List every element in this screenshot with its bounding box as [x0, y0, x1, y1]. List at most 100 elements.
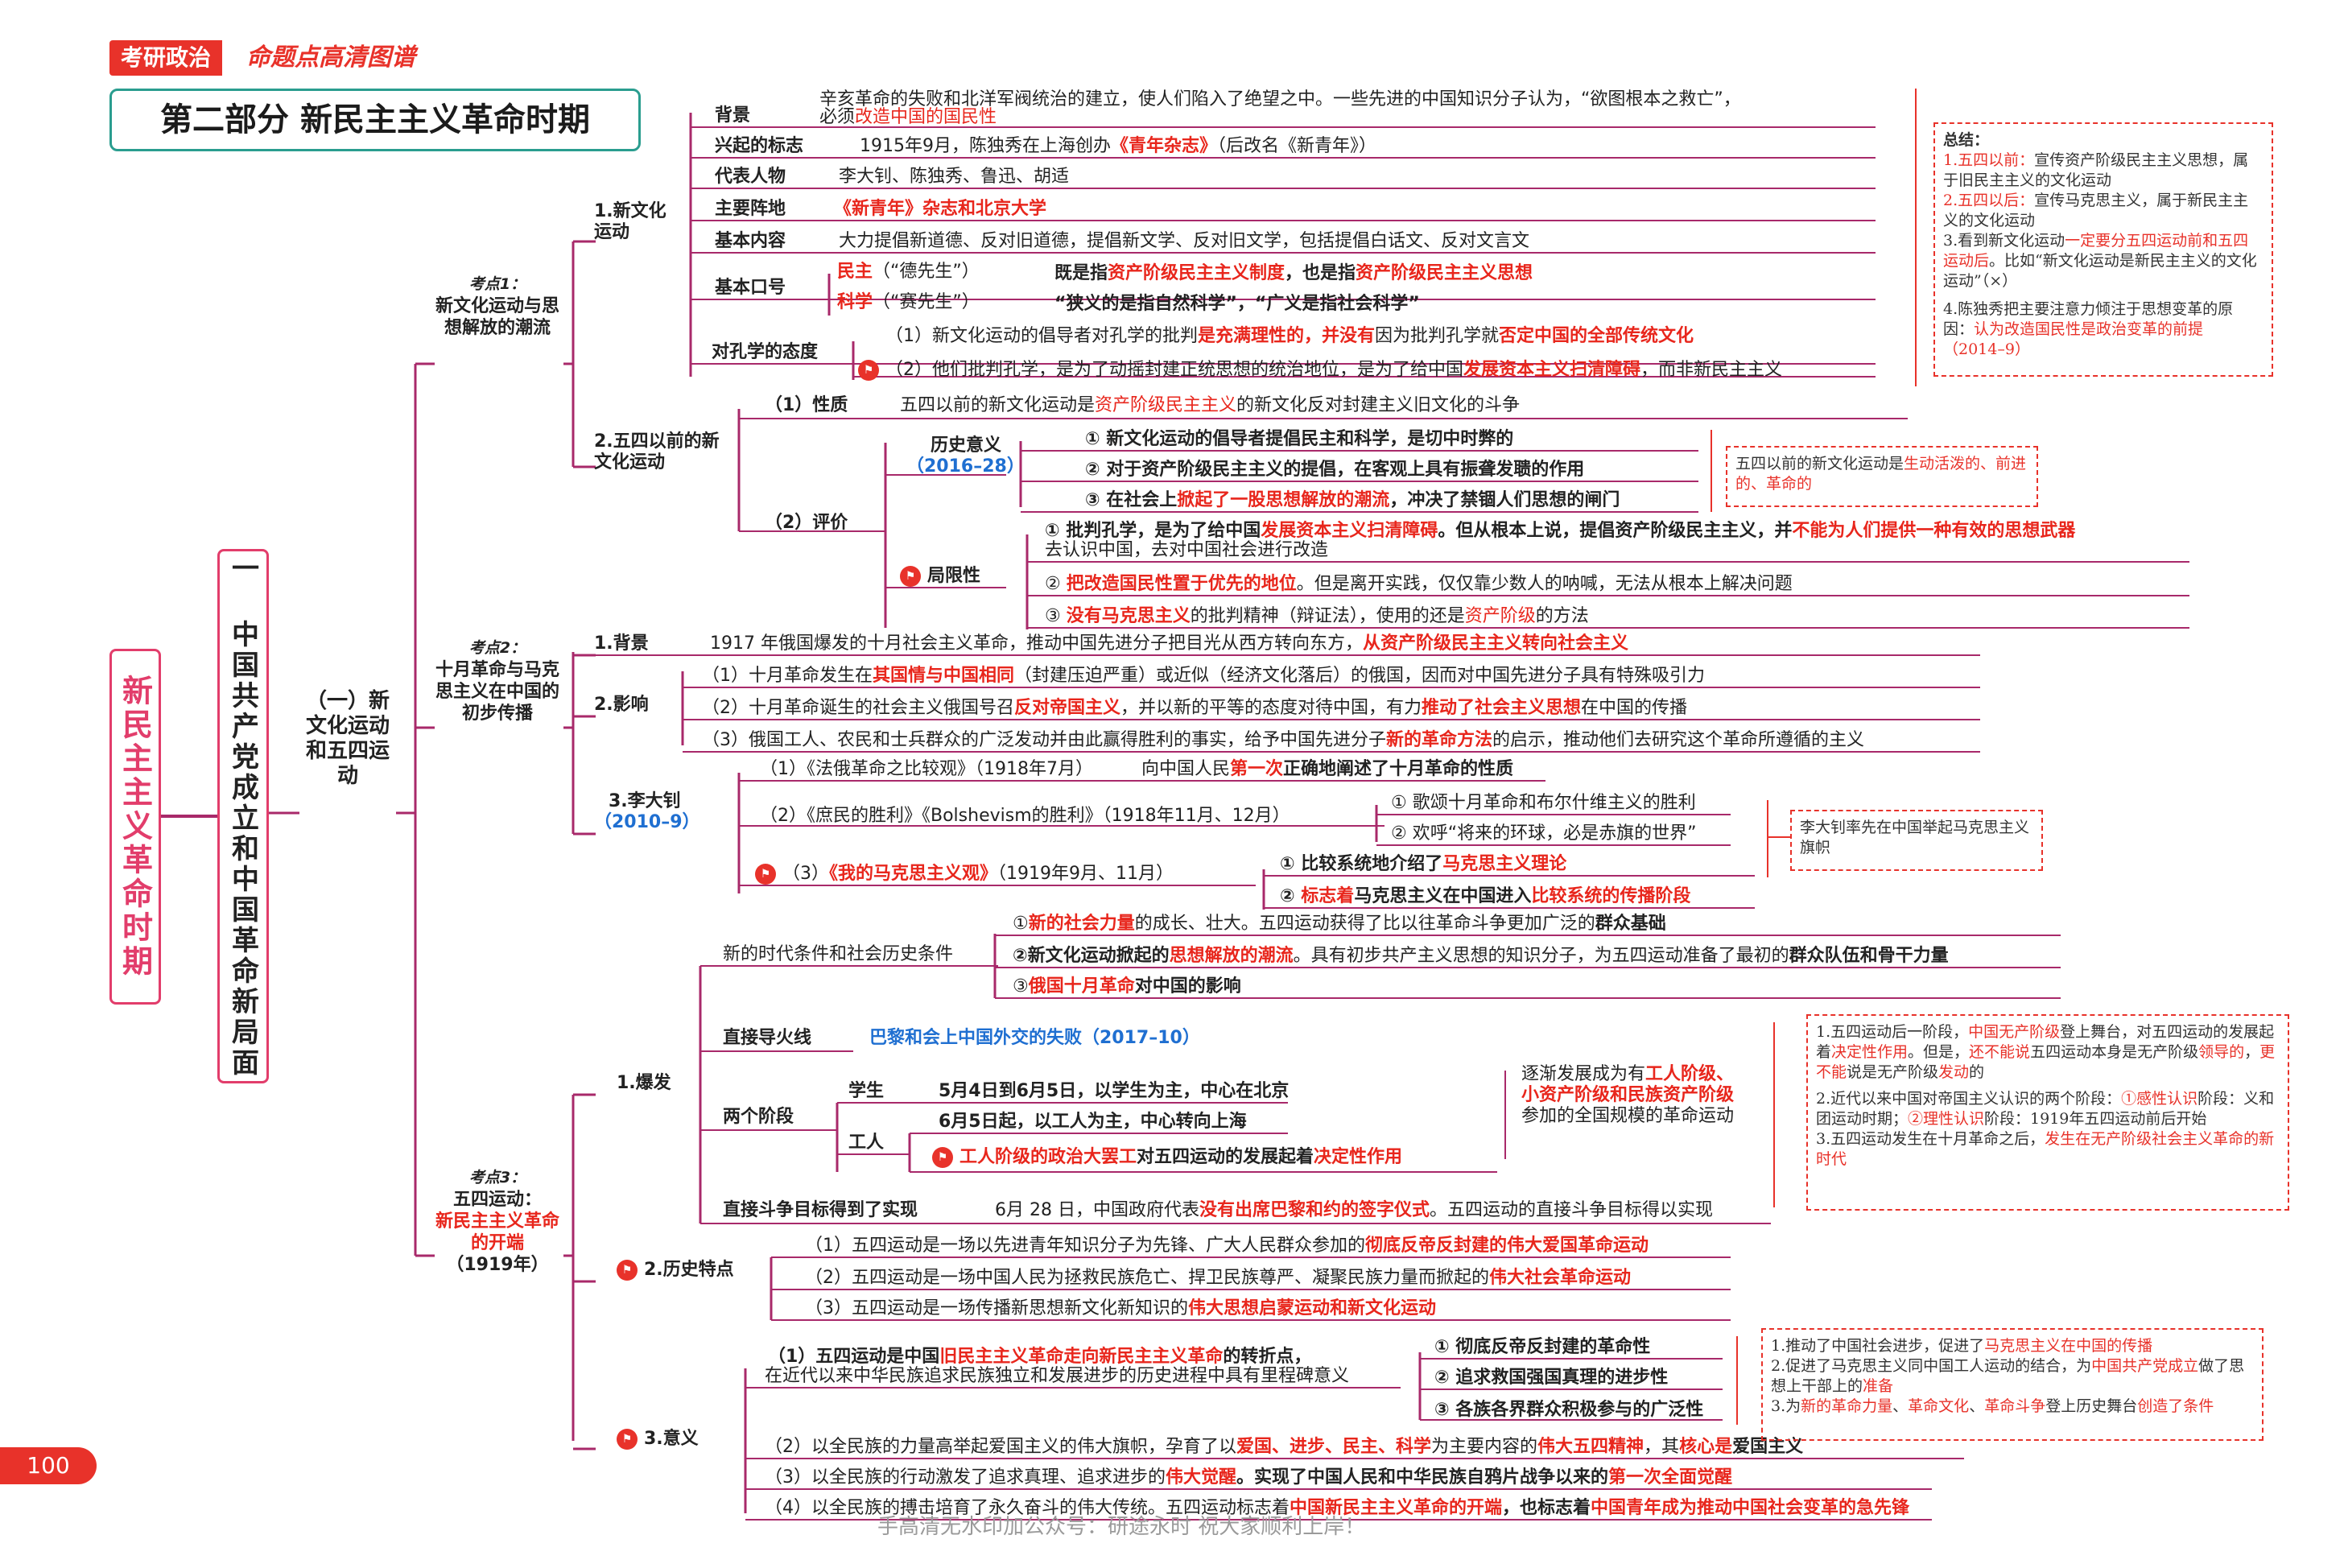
text-ldz-3-sub1: ① 比较系统地介绍了马克思主义理论 [1280, 854, 1567, 874]
text-ldz-2: （2）《庶民的胜利》《Bolshevism的胜利》（1918年11月、12月） [760, 806, 1290, 826]
text-background-2: 必须改造中国的国民性 [819, 107, 997, 127]
flag-icon: ⚑ [617, 1429, 638, 1450]
page-number: 100 [0, 1447, 97, 1484]
text-ldz-2-sub2: ② 欢呼“将来的环球，必是赤旗的世界” [1391, 823, 1697, 844]
root-node: 新民主主义革命时期 [109, 649, 161, 1005]
text-main-position: 《新青年》杂志和北京大学 [834, 199, 1047, 219]
header-subtitle: 命题点高清图谱 [246, 43, 415, 72]
text-confucian-1: （1）新文化运动的倡导者对孔学的批判是充满理性的，并没有因为批判孔学就否定中国的… [885, 326, 1694, 346]
text-ldz-3: ⚑（3）《我的马克思主义观》（1919年9月、11月） [755, 863, 1174, 885]
text-worker-strike: ⚑工人阶级的政治大罢工对五四运动的发展起着决定性作用 [932, 1146, 1402, 1169]
text-representatives: 李大钊、陈独秀、鲁迅、胡适 [839, 167, 1070, 187]
text-rise-mark: 1915年9月，陈独秀在上海创办《青年杂志》（后改名《新青年》） [860, 136, 1377, 156]
text-stage-workers: 6月5日起，以工人为主，中心转向上海 [939, 1112, 1247, 1132]
label-october-background: 1.背景 [594, 633, 649, 654]
label-trigger: 直接导火线 [723, 1028, 812, 1048]
label-historical-features: ⚑2.历史特点 [617, 1259, 734, 1281]
text-significance-milestone: 在近代以来中华民族追求民族独立和发展进步的历史进程中具有里程碑意义 [765, 1366, 1350, 1386]
page-title: 第二部分 新民主主义革命时期 [109, 89, 641, 151]
section-node: （一）新文化运动和五四运动 [305, 689, 390, 788]
note-pre-may-fourth: 五四以前的新文化运动是生动活泼的、前进的、革命的 [1726, 446, 2038, 507]
text-feature-1: （1）五四运动是一场以先进青年知识分子为先锋、广大人民群众参加的彻底反帝反封建的… [805, 1236, 1649, 1256]
text-goal-achieved: 6月 28 日，中国政府代表没有出席巴黎和约的签字仪式。五四运动的直接斗争目标得… [995, 1200, 1714, 1220]
text-slogan-democracy: 民主（“德先生”） [837, 262, 980, 282]
branch-new-culture: 1.新文化运动 [594, 201, 666, 242]
text-limitation-3: ③ 没有马克思主义的批判精神（辩证法），使用的还是资产阶级的方法 [1045, 606, 1589, 626]
note-summary: 总结： 1.五四以前：宣传资产阶级民主主义思想，属于旧民主主义的文化运动 2.五… [1933, 122, 2273, 377]
text-feature-2: （2）五四运动是一场中国人民为拯救民族危亡、捍卫民族尊严、凝聚民族力量而掀起的伟… [805, 1268, 1632, 1288]
label-stage-students: 学生 [848, 1081, 885, 1101]
text-basic-content: 大力提倡新道德、反对旧道德，提倡新文学、反对旧文学，包括提倡白话文、反对文言文 [839, 231, 1530, 251]
flag-icon: ⚑ [932, 1147, 953, 1168]
text-condition-3: ③俄国十月革命对中国的影响 [1013, 976, 1241, 997]
text-significance-2: ② 对于资产阶级民主主义的提倡，在客观上具有振聋发聩的作用 [1085, 460, 1585, 480]
text-influence-2: （2）十月革命诞生的社会主义俄国号召反对帝国主义，并以新的平等的态度对待中国，有… [702, 698, 1688, 718]
text-condition-2: ②新文化运动掀起的思想解放的潮流。具有初步共产主义思想的知识分子，为五四运动准备… [1013, 946, 1949, 966]
flag-icon: ⚑ [617, 1260, 638, 1281]
text-exam-year-2010: （2010–9） [594, 812, 700, 832]
text-significance-2: （2）以全民族的力量高举起爱国主义的伟大旗帜，孕育了以爱国、进步、民主、科学为主… [765, 1437, 1804, 1457]
text-influence-1: （1）十月革命发生在其国情与中国相同（封建压迫严重）或近似（经济文化落后）的俄国… [702, 666, 1706, 686]
text-significance-1: ① 新文化运动的倡导者提倡民主和科学，是切中时弊的 [1085, 429, 1514, 449]
label-historical-significance: 历史意义 [931, 435, 1002, 456]
text-slogan-science-meaning: “狭义的是指自然科学”，“广义是指社会科学” [1054, 294, 1420, 314]
text-limitation-1: ① 批判孔学，是为了给中国发展资本主义扫清障碍。但从根本上说，提倡资产阶级民主主… [1045, 521, 2076, 541]
label-background: 背景 [715, 105, 751, 126]
text-stage-students: 5月4日到6月5日，以学生为主，中心在北京 [939, 1081, 1290, 1101]
text-significance-sub2: ② 追求救国强国真理的进步性 [1434, 1368, 1669, 1388]
branch-pre-may-fourth: 2.五四以前的新文化运动 [594, 431, 720, 472]
text-influence-3: （3）俄国工人、农民和士兵群众的广泛发动并由此赢得胜利的事实，给予中国先进分子新… [702, 730, 1865, 750]
flag-icon: ⚑ [858, 360, 879, 381]
label-evaluation: （2）评价 [765, 513, 848, 533]
label-influence: 2.影响 [594, 695, 649, 715]
keypoint-3: 考点3：五四运动： 新民主主义革命的开端（1919年） [435, 1169, 559, 1275]
note-significance: 1.推动了中国社会进步，促进了马克思主义在中国的传播 2.促进了马克思主义同中国… [1761, 1328, 2264, 1441]
label-limitations: ⚑局限性 [900, 565, 980, 588]
keypoint-1: 考点1：新文化运动与思想解放的潮流 [435, 275, 559, 338]
text-confucian-2: ⚑（2）他们批判孔学，是为了动摇封建正统思想的统治地位，是为了给中国发展资本主义… [858, 359, 1782, 382]
watermark: 手高清无水印加公众号：研途永时 祝大家顺利上岸！ [877, 1515, 1366, 1539]
note-may-fourth-outbreak: 1.五四运动后一阶段，中国无产阶级登上舞台，对五四运动的发展起着决定性作用。但是… [1806, 1014, 2289, 1211]
label-nature: （1）性质 [765, 395, 848, 415]
text-feature-3: （3）五四运动是一场传播新思想新文化新知识的伟大思想启蒙运动和新文化运动 [805, 1298, 1437, 1318]
header-badge: 考研政治 [109, 40, 223, 76]
label-basic-content: 基本内容 [715, 231, 786, 251]
text-significance-sub3: ③ 各族各界群众积极参与的广泛性 [1434, 1400, 1704, 1420]
chapter-node: 一 中国共产党成立和中国革命新局面 [217, 549, 269, 1083]
label-confucian-attitude: 对孔学的态度 [712, 342, 819, 362]
text-nature: 五四以前的新文化运动是资产阶级民主主义的新文化反对封建主义旧文化的斗争 [900, 395, 1521, 415]
text-ldz-2-sub1: ① 歌颂十月革命和布尔什维主义的胜利 [1391, 793, 1696, 813]
flag-icon: ⚑ [755, 864, 776, 885]
text-limitation-1b: 去认识中国，去对中国社会进行改造 [1045, 540, 1329, 560]
label-stage-workers: 工人 [848, 1133, 885, 1153]
text-slogan-democracy-meaning: 既是指资产阶级民主主义制度，也是指资产阶级民主主义思想 [1054, 263, 1533, 283]
text-october-background: 1917 年俄国爆发的十月社会主义革命，推动中国先进分子把目光从西方转向东方，从… [710, 633, 1628, 654]
text-stage-result: 逐渐发展成为有工人阶级、 小资产阶级和民族资产阶级 参加的全国规模的革命运动 [1521, 1064, 1735, 1126]
label-main-position: 主要阵地 [715, 199, 786, 219]
label-li-dazhao: 3.李大钊 [609, 791, 681, 811]
text-exam-year-2016: （2016–28） [906, 456, 1025, 477]
text-condition-1: ①新的社会力量的成长、壮大。五四运动获得了比以往革命斗争更加广泛的群众基础 [1013, 914, 1666, 934]
label-conditions: 新的时代条件和社会历史条件 [723, 944, 954, 964]
label-outbreak: 1.爆发 [617, 1073, 671, 1093]
text-significance-3: （3）以全民族的行动激发了追求真理、追求进步的伟大觉醒。实现了中国人民和中华民族… [765, 1467, 1733, 1488]
text-slogan-science: 科学（“赛先生”） [837, 292, 980, 312]
label-slogans: 基本口号 [715, 278, 786, 298]
text-significance-turning: （1）五四运动是中国旧民主主义革命走向新民主主义革命的转折点， [768, 1347, 1312, 1367]
keypoint-2: 考点2：十月革命与马克思主义在中国的初步传播 [435, 639, 559, 724]
text-significance-3: ③ 在社会上掀起了一股思想解放的潮流，冲决了禁锢人们思想的闸门 [1085, 490, 1620, 510]
label-rise-mark: 兴起的标志 [715, 136, 804, 156]
text-ldz-1: （1）《法俄革命之比较观》（1918年7月）向中国人民第一次正确地阐述了十月革命… [760, 759, 1514, 779]
text-background-1: 辛亥革命的失败和北洋军阀统治的建立，使人们陷入了绝望之中。一些先进的中国知识分子… [819, 89, 1741, 109]
label-two-stages: 两个阶段 [723, 1107, 794, 1127]
label-representatives: 代表人物 [715, 167, 786, 187]
text-significance-4: （4）以全民族的搏击培育了永久奋斗的伟大传统。五四运动标志着中国新民主主义革命的… [765, 1498, 1910, 1518]
text-limitation-2: ② 把改造国民性置于优先的地位。但是离开实践，仅仅靠少数人的呐喊，无法从根本上解… [1045, 574, 1793, 594]
text-trigger: 巴黎和会上中国外交的失败（2017–10） [869, 1028, 1200, 1048]
text-significance-sub1: ① 彻底反帝反封建的革命性 [1434, 1337, 1651, 1357]
note-li-dazhao: 李大钊率先在中国举起马克思主义旗帜 [1790, 810, 2043, 871]
label-goal-achieved: 直接斗争目标得到了实现 [723, 1200, 918, 1220]
label-significance: ⚑3.意义 [617, 1428, 699, 1450]
text-ldz-3-sub2: ② 标志着马克思主义在中国进入比较系统的传播阶段 [1280, 886, 1691, 906]
